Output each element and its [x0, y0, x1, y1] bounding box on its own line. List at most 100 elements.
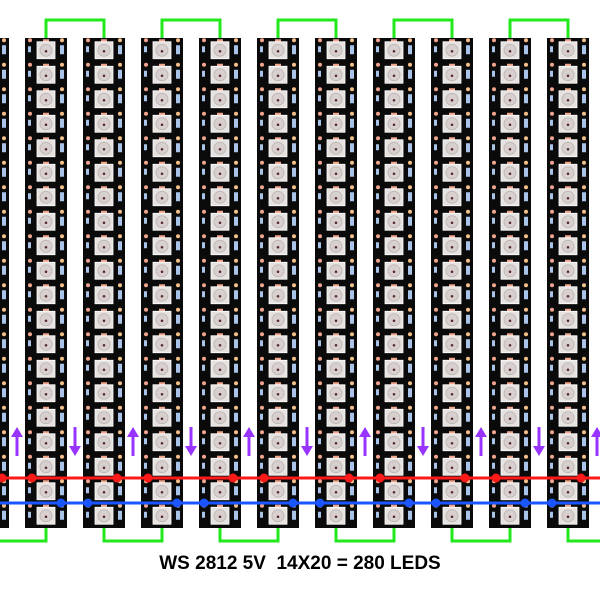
power-junction-dot — [143, 473, 153, 483]
capacitor — [376, 266, 379, 273]
led-die — [392, 515, 396, 519]
led — [144, 356, 180, 378]
solder-pad — [391, 39, 397, 43]
resistor — [350, 388, 354, 398]
solder-pad — [101, 357, 107, 361]
led — [28, 332, 64, 354]
capacitor — [202, 487, 205, 494]
led — [2, 234, 6, 251]
solder-pad — [101, 235, 107, 239]
capacitor — [28, 168, 31, 175]
pad — [60, 160, 64, 165]
capacitor — [28, 511, 31, 518]
solder-pad — [101, 455, 107, 459]
solder-pad — [449, 333, 455, 337]
resistor — [2, 461, 6, 471]
led — [28, 479, 64, 501]
solder-pad — [449, 284, 455, 288]
led — [434, 381, 470, 403]
capacitor — [28, 487, 31, 494]
led — [86, 479, 122, 501]
pad — [60, 283, 64, 288]
pad — [492, 332, 496, 337]
pad — [60, 234, 64, 239]
capacitor — [376, 462, 379, 469]
capacitor — [144, 389, 147, 396]
resistor — [176, 241, 180, 251]
pad — [234, 185, 238, 190]
led-die — [44, 147, 48, 151]
led-strip — [199, 38, 241, 528]
solder-pad — [565, 431, 571, 435]
led-die — [276, 392, 280, 396]
led — [86, 405, 122, 427]
led-die — [508, 49, 512, 53]
pad — [176, 332, 180, 337]
pad — [524, 209, 528, 214]
resistor — [234, 192, 238, 202]
solder-pad — [391, 382, 397, 386]
led-die — [566, 147, 570, 151]
capacitor — [318, 193, 321, 200]
led-die — [450, 319, 454, 323]
pad — [118, 454, 122, 459]
pad — [524, 405, 528, 410]
led — [2, 185, 6, 202]
solder-pad — [217, 455, 223, 459]
led — [2, 136, 6, 153]
resistor — [234, 290, 238, 300]
led — [28, 430, 64, 452]
pad — [60, 209, 64, 214]
led-die — [218, 245, 222, 249]
led-die — [218, 49, 222, 53]
arrow-up-icon — [243, 427, 255, 456]
pad — [408, 87, 412, 92]
pad — [434, 160, 438, 165]
resistor — [350, 167, 354, 177]
resistor — [524, 167, 528, 177]
led — [144, 307, 180, 329]
led — [144, 430, 180, 452]
pad — [2, 454, 6, 459]
solder-pad — [565, 186, 571, 190]
led — [434, 62, 470, 84]
solder-pad — [275, 186, 281, 190]
led-die — [508, 172, 512, 176]
led — [318, 111, 354, 133]
led — [492, 356, 528, 378]
led — [202, 258, 238, 280]
ground-junction-dot — [315, 498, 325, 508]
led — [260, 160, 296, 182]
pad — [28, 185, 32, 190]
resistor — [176, 265, 180, 275]
capacitor — [376, 193, 379, 200]
resistor — [350, 118, 354, 128]
pad — [176, 160, 180, 165]
resistor — [350, 314, 354, 324]
capacitor — [28, 340, 31, 347]
solder-pad — [449, 112, 455, 116]
arrow-head — [127, 427, 139, 437]
pad — [408, 62, 412, 67]
capacitor — [86, 193, 89, 200]
arrow-head — [243, 427, 255, 437]
led — [260, 87, 296, 109]
pad — [260, 381, 264, 386]
pad — [376, 405, 380, 410]
solder-pad — [565, 504, 571, 508]
resistor — [350, 486, 354, 496]
capacitor — [144, 438, 147, 445]
led — [86, 381, 122, 403]
led — [144, 136, 180, 158]
led — [434, 454, 470, 476]
led — [318, 307, 354, 329]
solder-pad — [159, 259, 165, 263]
solder-pad — [275, 39, 281, 43]
resistor — [60, 510, 64, 520]
resistor — [234, 143, 238, 153]
capacitor — [434, 95, 437, 102]
pad — [350, 87, 354, 92]
led-die — [160, 196, 164, 200]
led — [2, 38, 6, 55]
resistor — [350, 241, 354, 251]
